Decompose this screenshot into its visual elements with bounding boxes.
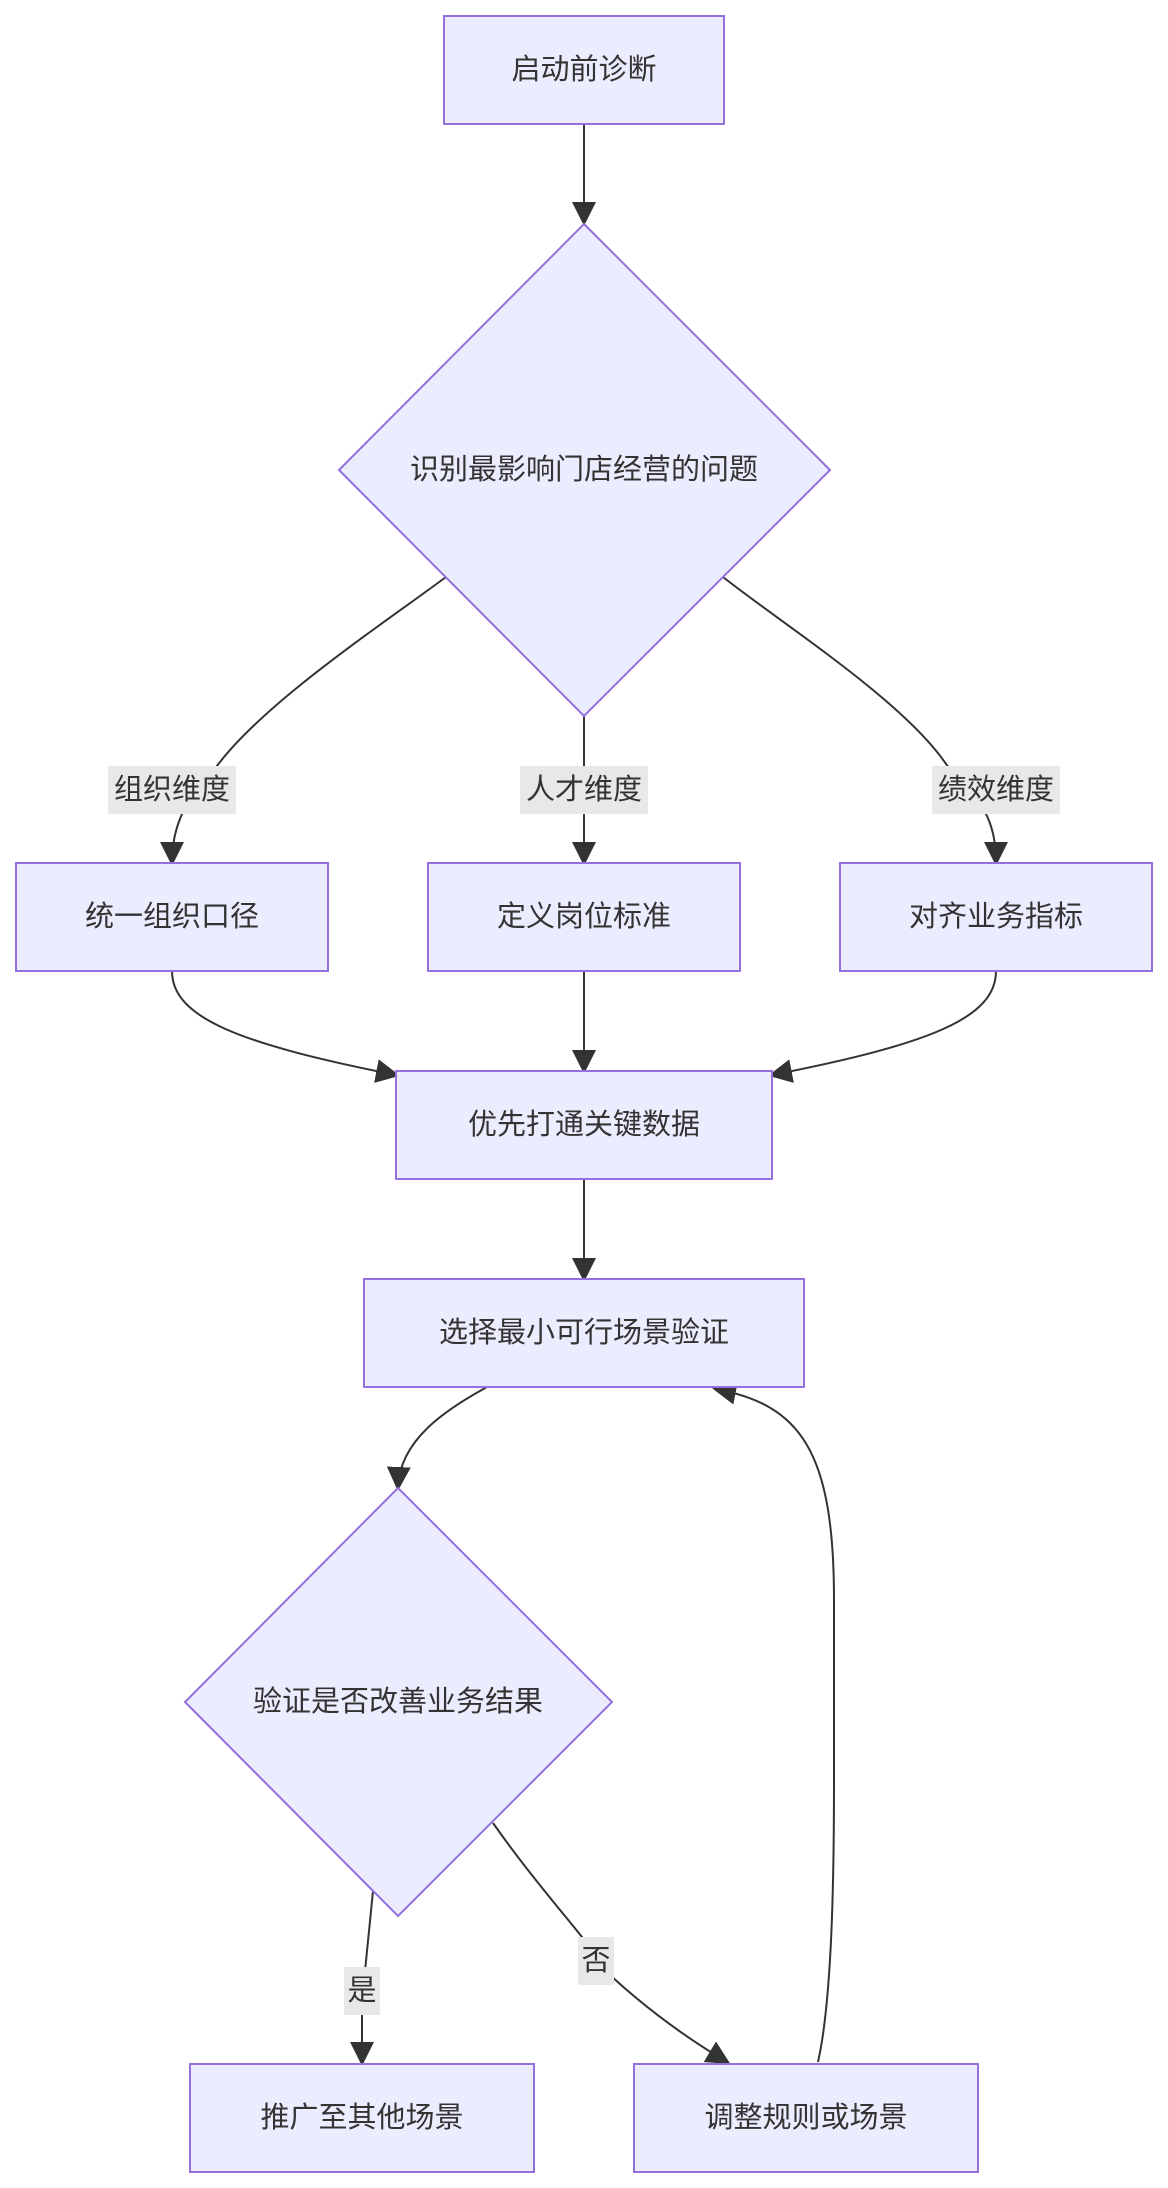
- node-verify-label: 验证是否改善业务结果: [253, 1684, 543, 1718]
- node-start[interactable]: 启动前诊断: [443, 15, 725, 125]
- edge-label-perf: 绩效维度: [938, 772, 1054, 806]
- edge-label-yes: 是: [347, 1973, 376, 2007]
- edge-labels-group: 组织维度 人才维度 绩效维度 是 否: [108, 766, 1060, 2015]
- node-verify[interactable]: 验证是否改善业务结果: [183, 1486, 614, 1918]
- edge-label-org-bg: [108, 766, 236, 814]
- node-start-label: 启动前诊断: [511, 52, 656, 86]
- edge-label-org: 组织维度: [114, 772, 230, 806]
- edge-label-talent-bg: [520, 766, 648, 814]
- edge-label-perf-bg: [932, 766, 1060, 814]
- node-perf[interactable]: 对齐业务指标: [839, 862, 1153, 972]
- node-org-label: 统一组织口径: [85, 899, 259, 933]
- edge-label-no: 否: [581, 1943, 610, 1977]
- node-data-label: 优先打通关键数据: [468, 1107, 700, 1141]
- edges-group: [160, 124, 1008, 2066]
- node-identify-label: 识别最影响门店经营的问题: [410, 452, 758, 486]
- node-org[interactable]: 统一组织口径: [15, 862, 329, 972]
- node-talent-label: 定义岗位标准: [497, 899, 671, 933]
- nodes-group: 启动前诊断 识别最影响门店经营的问题 统一组织口径 定义岗位标准 对齐业务指标: [15, 15, 1153, 2173]
- node-adjust-label: 调整规则或场景: [704, 2100, 907, 2134]
- node-promote-label: 推广至其他场景: [260, 2100, 463, 2134]
- edge-label-talent: 人才维度: [526, 772, 642, 806]
- edge-identify-to-org: [160, 576, 447, 866]
- edge-perf-to-data: [768, 970, 997, 1083]
- edge-select-to-verify: [386, 1386, 488, 1491]
- node-select-label: 选择最小可行场景验证: [439, 1315, 729, 1349]
- node-promote[interactable]: 推广至其他场景: [189, 2063, 535, 2173]
- edge-adjust-to-select: [712, 1380, 835, 2063]
- edge-identify-to-perf: [722, 576, 1008, 866]
- node-data[interactable]: 优先打通关键数据: [395, 1070, 773, 1180]
- node-select[interactable]: 选择最小可行场景验证: [363, 1278, 805, 1388]
- node-perf-label: 对齐业务指标: [909, 899, 1083, 933]
- edge-org-to-data: [171, 970, 400, 1083]
- edge-label-no-bg: [578, 1937, 614, 1985]
- edge-label-yes-bg: [344, 1967, 380, 2015]
- node-identify[interactable]: 识别最影响门店经营的问题: [337, 222, 832, 718]
- node-talent[interactable]: 定义岗位标准: [427, 862, 741, 972]
- node-adjust[interactable]: 调整规则或场景: [633, 2063, 979, 2173]
